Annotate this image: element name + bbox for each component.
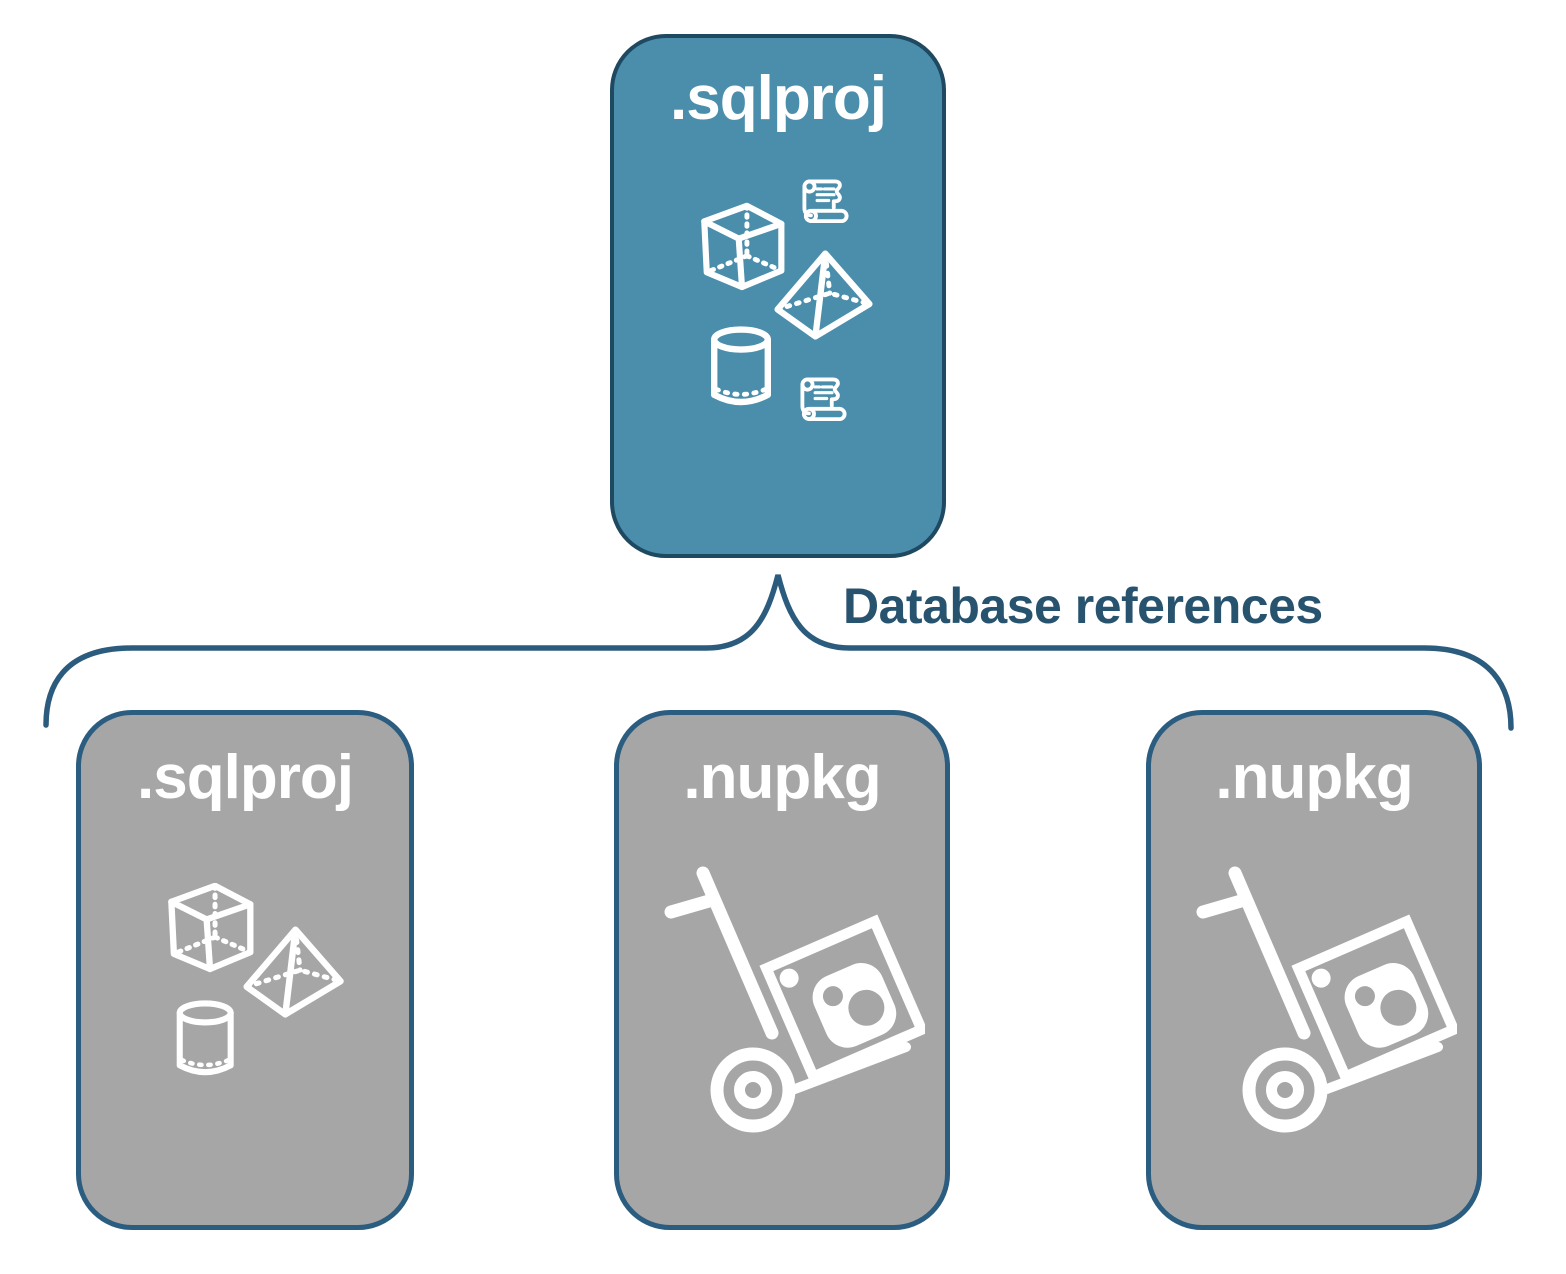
connector-label: Database references: [843, 578, 1323, 634]
node-label: .nupkg: [1215, 743, 1413, 812]
node-ref-sqlproj: .sqlproj: [76, 710, 414, 1230]
brace-connector: [43, 574, 1514, 731]
scroll-icon: [800, 377, 847, 422]
cube-icon: [704, 206, 781, 287]
node-ref-nupkg-2: .nupkg: [1146, 710, 1482, 1230]
hand-truck-package-icon: [643, 863, 925, 1137]
hand-truck-package-icon: [1175, 863, 1457, 1137]
node-label: .sqlproj: [670, 64, 887, 133]
cube-icon: [171, 886, 250, 969]
node-root-sqlproj: .sqlproj: [610, 34, 946, 558]
node-label: .sqlproj: [137, 743, 354, 812]
scroll-icon: [802, 179, 849, 224]
cylinder-icon: [180, 1003, 231, 1072]
node-ref-nupkg-1: .nupkg: [614, 710, 950, 1230]
sql-objects-icon-cluster: [166, 883, 346, 1089]
cylinder-icon: [714, 330, 768, 402]
sql-objects-icon-cluster: [699, 179, 875, 422]
pyramid-icon: [247, 930, 341, 1015]
hand-truck-icon: [671, 873, 922, 1126]
pyramid-icon: [778, 254, 870, 337]
node-label: .nupkg: [683, 743, 881, 812]
hand-truck-icon: [1203, 873, 1454, 1126]
